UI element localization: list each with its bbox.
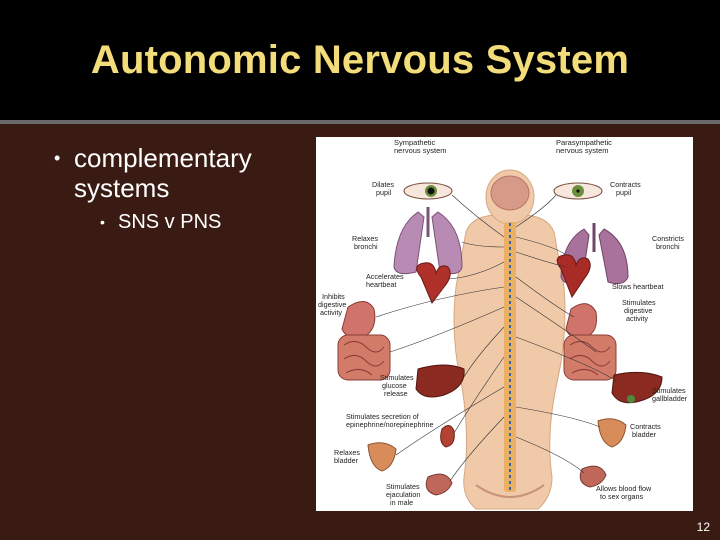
bladder-icon [597, 418, 627, 448]
nerve-lines [375, 194, 617, 482]
torso-illustration [453, 169, 566, 510]
reproductive-organ-icon [579, 465, 607, 488]
title-divider [0, 120, 720, 124]
heart-icon [416, 262, 451, 304]
label-slows-heartbeat: Slows heartbeat [612, 282, 664, 291]
page-number: 12 [696, 520, 710, 534]
eye-icon [403, 182, 453, 200]
eye-icon [553, 182, 603, 200]
title-band [0, 0, 720, 120]
bullet-text: complementary systems [74, 143, 252, 203]
lungs-icon [393, 207, 463, 275]
liver-icon [611, 371, 663, 404]
intestine-icon [563, 334, 617, 381]
kidney-icon [440, 425, 455, 448]
stomach-icon [341, 301, 376, 339]
bladder-icon [367, 442, 397, 472]
slide-title: Autonomic Nervous System [90, 38, 630, 82]
gallbladder-icon [627, 395, 635, 403]
bullet-dot: • [54, 148, 61, 168]
reproductive-organ-icon [425, 473, 453, 496]
bullet-dot: • [100, 214, 105, 230]
intestine-icon [337, 334, 391, 381]
heart-icon [556, 254, 591, 299]
liver-icon [415, 364, 465, 398]
stomach-icon [565, 303, 597, 339]
bullet-text: SNS v PNS [118, 211, 222, 233]
